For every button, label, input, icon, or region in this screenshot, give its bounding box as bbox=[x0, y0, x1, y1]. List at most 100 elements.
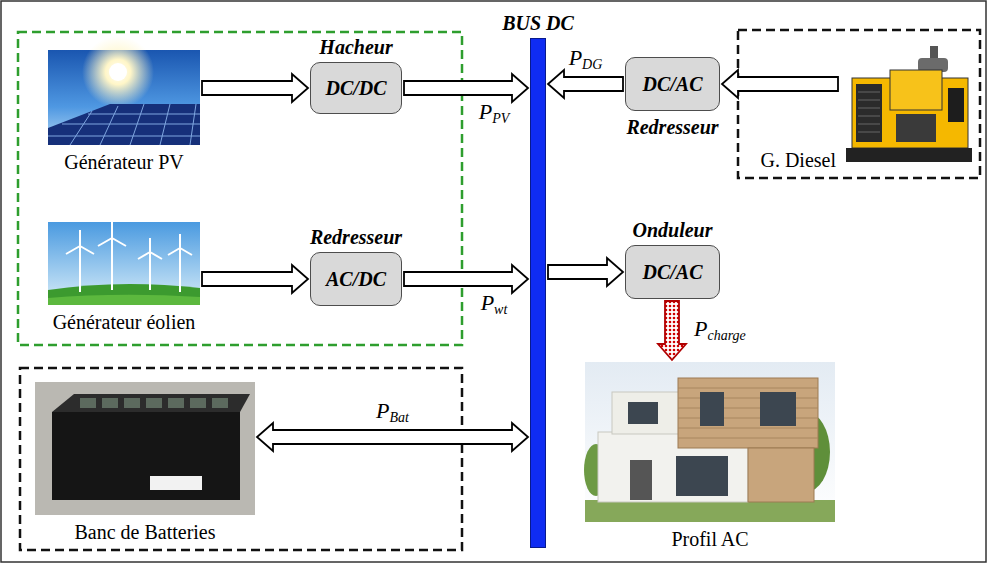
window bbox=[628, 402, 658, 424]
lawn bbox=[585, 500, 835, 522]
cladding-lines bbox=[678, 388, 818, 438]
window bbox=[676, 456, 728, 496]
cell bbox=[146, 398, 162, 408]
sun-glow bbox=[82, 36, 154, 108]
converter-text: DC/DC bbox=[325, 77, 386, 100]
field bbox=[48, 295, 200, 305]
cell bbox=[124, 398, 140, 408]
cell bbox=[212, 398, 228, 408]
power-symbol: P bbox=[569, 45, 582, 70]
converter-box: RedresseurAC/DC bbox=[310, 252, 402, 306]
bus-label: BUS DC bbox=[502, 12, 574, 35]
power-flow-arrow bbox=[202, 265, 308, 293]
power-flow-arrow bbox=[548, 70, 623, 98]
source-picture: Profil AC bbox=[585, 362, 835, 522]
power-flow-arrow bbox=[404, 265, 528, 293]
converter-heading: Hacheur bbox=[319, 36, 392, 59]
power-symbol: P bbox=[376, 398, 389, 423]
source-picture: Banc de Batteries bbox=[35, 382, 255, 515]
turbines bbox=[66, 222, 192, 292]
wood-wall bbox=[748, 448, 814, 502]
converter-box: HacheurDC/DC bbox=[310, 62, 402, 114]
power-flow-arrow bbox=[548, 258, 623, 286]
power-symbol: P bbox=[481, 290, 494, 315]
upper-floor bbox=[612, 392, 682, 434]
cells bbox=[80, 398, 228, 408]
picture-caption: Générateur éolien bbox=[53, 311, 196, 334]
power-symbol: P bbox=[479, 99, 492, 124]
converter-heading: Redresseur bbox=[626, 116, 718, 139]
turbine bbox=[168, 234, 192, 292]
picture-caption: Profil AC bbox=[671, 528, 748, 551]
connectors bbox=[202, 70, 838, 451]
door bbox=[630, 460, 652, 500]
power-subscript: PV bbox=[492, 111, 509, 126]
battery-top bbox=[52, 394, 250, 412]
panel-grid bbox=[48, 104, 200, 145]
converter-text: AC/DC bbox=[326, 268, 386, 291]
power-label: PBat bbox=[376, 399, 409, 425]
control-panel bbox=[948, 88, 964, 122]
converter-heading: Redresseur bbox=[310, 226, 402, 249]
power-symbol: P bbox=[694, 316, 707, 341]
power-label: Pcharge bbox=[694, 317, 746, 343]
source-picture: G. Diesel bbox=[840, 38, 975, 172]
sky bbox=[585, 362, 835, 522]
wood-cladding bbox=[678, 378, 818, 448]
converter-box: DC/ACRedresseur bbox=[625, 57, 720, 111]
power-flow-arrow bbox=[257, 423, 528, 451]
load-power-arrow bbox=[658, 301, 686, 360]
base-frame bbox=[846, 148, 972, 162]
window bbox=[700, 392, 724, 426]
house-picture bbox=[584, 362, 835, 522]
window bbox=[760, 392, 796, 426]
converter-text: DC/AC bbox=[642, 73, 702, 96]
battery-tag bbox=[150, 476, 202, 490]
cell bbox=[168, 398, 184, 408]
power-subscript: charge bbox=[707, 328, 745, 343]
sky bbox=[48, 222, 200, 305]
turbine bbox=[98, 222, 126, 290]
diesel-group bbox=[738, 30, 980, 178]
converter-box: OnduleurDC/AC bbox=[625, 245, 720, 299]
battery-group bbox=[20, 368, 462, 550]
power-subscript: Bat bbox=[390, 410, 409, 425]
power-flow-arrow bbox=[202, 74, 308, 102]
pv-picture bbox=[48, 36, 200, 145]
picture-caption: G. Diesel bbox=[760, 149, 836, 172]
diesel-picture bbox=[840, 38, 975, 172]
grille bbox=[858, 92, 880, 132]
field bbox=[48, 284, 200, 305]
dc-bus-bar: BUS DC bbox=[530, 38, 546, 548]
power-label: PDG bbox=[569, 46, 603, 72]
converter-heading: Onduleur bbox=[632, 219, 712, 242]
cell bbox=[80, 398, 96, 408]
source-picture: Générateur éolien bbox=[48, 222, 200, 305]
picture-caption: Banc de Batteries bbox=[74, 521, 215, 544]
turbine bbox=[138, 238, 162, 290]
picture-caption: Générateur PV bbox=[64, 151, 183, 174]
power-subscript: DG bbox=[582, 57, 602, 72]
wind-picture bbox=[48, 222, 200, 305]
cell bbox=[190, 398, 206, 408]
sun bbox=[109, 63, 127, 81]
converter-text: DC/AC bbox=[642, 261, 702, 284]
turbine bbox=[66, 230, 94, 292]
power-flow-arrow bbox=[722, 70, 838, 98]
battery-picture bbox=[35, 382, 255, 515]
background bbox=[35, 382, 255, 515]
source-picture: Générateur PV bbox=[48, 50, 200, 145]
engine-block bbox=[890, 70, 942, 110]
power-label: PPV bbox=[479, 100, 510, 126]
radiator bbox=[856, 84, 882, 142]
power-label: Pwt bbox=[481, 291, 508, 317]
alternator bbox=[896, 114, 936, 142]
battery-body bbox=[52, 412, 240, 500]
power-subscript: wt bbox=[494, 302, 507, 317]
renewable-group bbox=[18, 32, 462, 345]
power-flow-arrow bbox=[404, 74, 528, 102]
